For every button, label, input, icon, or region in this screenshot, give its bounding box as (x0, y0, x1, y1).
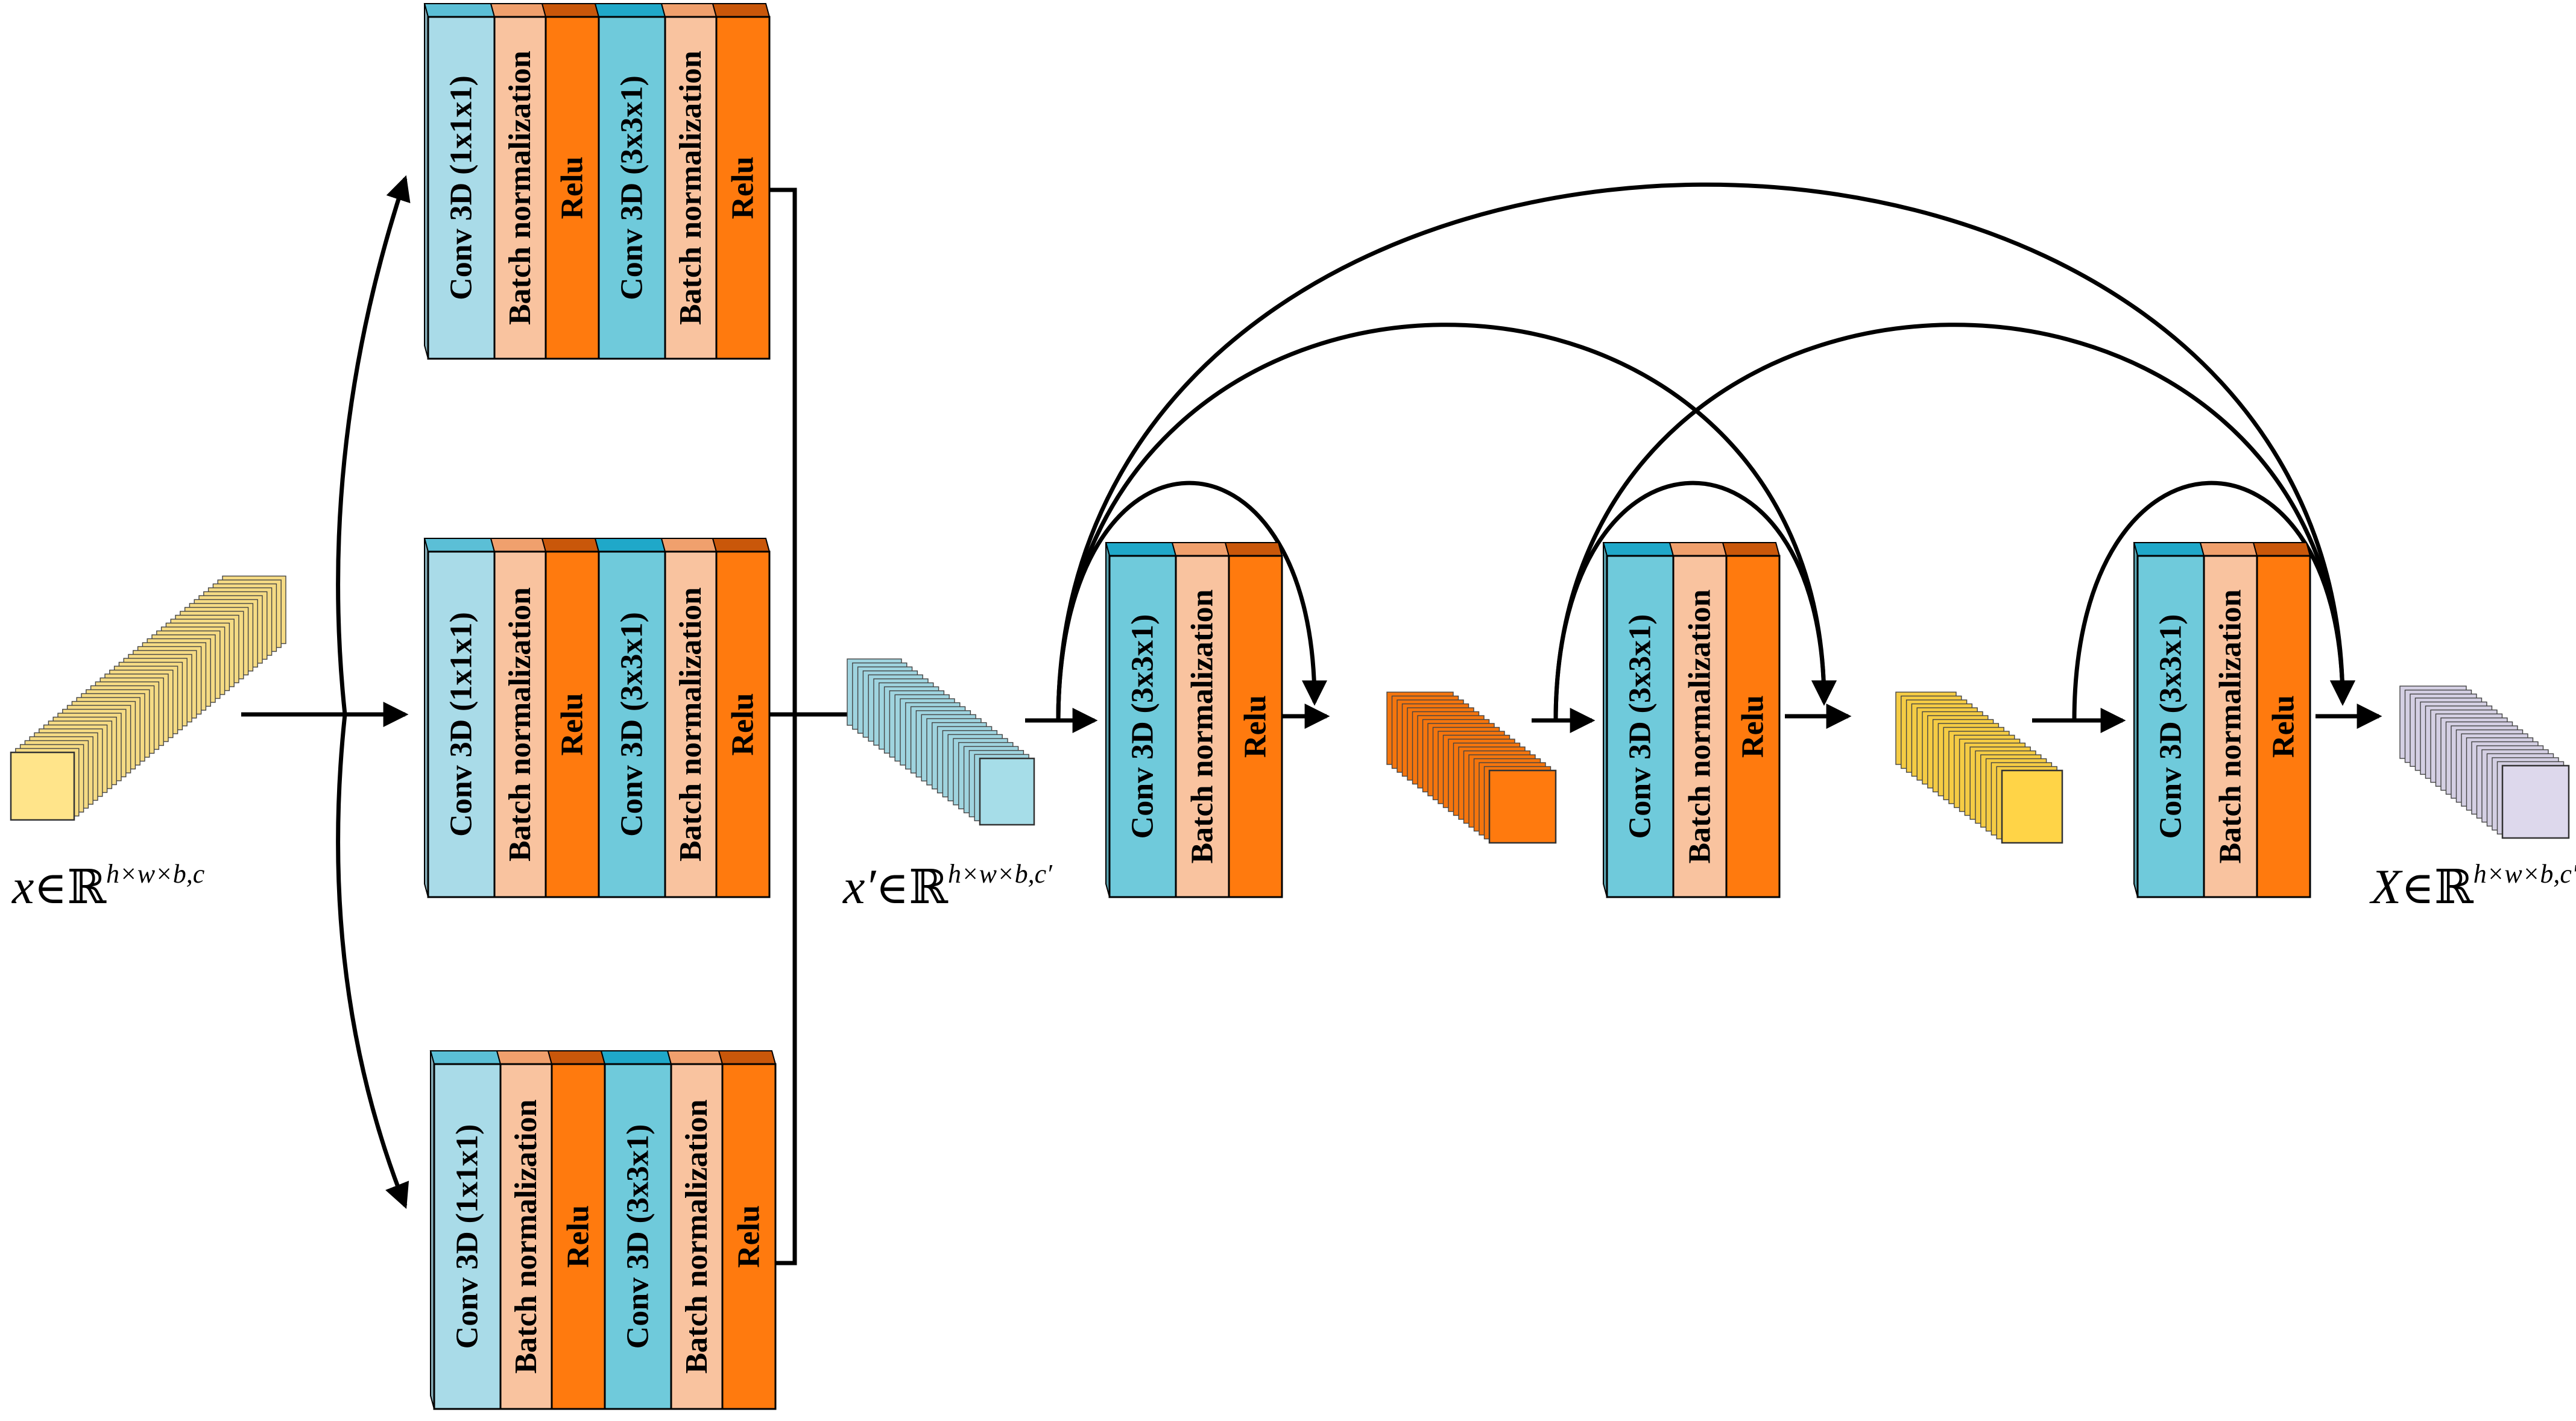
arrow-fanout-top (336, 175, 411, 715)
conv3d-3x3x1-layer: Conv 3D (3x3x1) (1105, 542, 1177, 898)
output-feature-cube (2399, 685, 2570, 839)
relu-layer: Relu (541, 538, 600, 898)
relu-layer-label: Relu (1736, 695, 1770, 758)
branch-top-block: Conv 3D (1x1x1) Batch normalization Relu Co… (423, 3, 771, 360)
conv3d-1x1x1-layer: Conv 3D (1x1x1) (423, 3, 496, 360)
conv3d-1x1x1-layer: Conv 3D (1x1x1) (423, 538, 496, 898)
relu-layer-label: Relu (561, 1205, 596, 1268)
batch-normalization-layer: Batch normalization (496, 1050, 553, 1410)
arrow-fanout-bottom (336, 714, 409, 1209)
batch-normalization-layer: Batch normalization (1171, 542, 1230, 898)
branch-middle-block: Conv 3D (1x1x1) Batch normalization Relu Co… (423, 538, 771, 898)
conv3d-3x3x1-layer-label: Conv 3D (3x3x1) (1623, 614, 1658, 839)
output-tensor-label: X∈ℝh×w×b,c′ (2369, 859, 2576, 915)
input-feature-cube (10, 575, 286, 821)
conv3d-1x1x1-layer: Conv 3D (1x1x1) (429, 1050, 502, 1410)
batch-normalization-layer-label: Batch normalization (503, 51, 537, 325)
batch-normalization-layer-label: Batch normalization (1185, 589, 1220, 863)
relu-layer-label: Relu (726, 157, 760, 219)
skip-arc-6 (2072, 480, 2355, 721)
conv3d-1x1x1-layer-label: Conv 3D (1x1x1) (444, 75, 479, 300)
skip-arc-3 (1056, 182, 2355, 721)
relu-layer-label: Relu (2267, 695, 2301, 758)
conv3d-1x1x1-layer-label: Conv 3D (1x1x1) (450, 1124, 485, 1349)
batch-normalization-layer-label: Batch normalization (680, 1099, 714, 1373)
relu-layer-label: Relu (555, 693, 590, 756)
conv3d-3x3x1-layer: Conv 3D (3x3x1) (600, 1050, 672, 1410)
skip-arc-5 (1553, 323, 2355, 721)
relu-layer: Relu (547, 1050, 606, 1410)
math-labels: x∈ℝh×w×b,c x′∈ℝh×w×b,c′ X∈ℝh×w×b,c′ (11, 859, 2576, 915)
conv3d-3x3x1-layer: Conv 3D (3x3x1) (594, 3, 666, 360)
dense-block-3: Conv 3D (3x3x1) Batch normalization Relu (2133, 542, 2311, 898)
batch-normalization-layer: Batch normalization (666, 1050, 724, 1410)
relu-layer: Relu (712, 3, 771, 360)
relu-layer-label: Relu (555, 157, 590, 219)
conv3d-3x3x1-layer: Conv 3D (3x3x1) (594, 538, 666, 898)
relu-layer: Relu (718, 1050, 777, 1410)
relu-layer-label: Relu (726, 693, 760, 756)
conv3d-3x3x1-layer: Conv 3D (3x3x1) (2133, 542, 2205, 898)
relu-layer: Relu (541, 3, 600, 360)
batch-normalization-layer-label: Batch normalization (674, 587, 708, 862)
batch-normalization-layer: Batch normalization (660, 3, 718, 360)
conv3d-3x3x1-layer: Conv 3D (3x3x1) (1602, 542, 1675, 898)
relu-layer: Relu (2252, 542, 2311, 898)
batch-normalization-layer-label: Batch normalization (503, 587, 537, 862)
conv3d-3x3x1-layer-label: Conv 3D (3x3x1) (621, 1124, 655, 1349)
batch-normalization-layer-label: Batch normalization (674, 51, 708, 325)
relu-layer: Relu (1224, 542, 1283, 898)
branch-bottom-block: Conv 3D (1x1x1) Batch normalization Relu Co… (429, 1050, 777, 1410)
dense-block-2: Conv 3D (3x3x1) Batch normalization Relu (1602, 542, 1781, 898)
relu-layer-label: Relu (1239, 695, 1273, 758)
batch-normalization-layer: Batch normalization (490, 538, 547, 898)
relu-layer: Relu (712, 538, 771, 898)
batch-normalization-layer: Batch normalization (2199, 542, 2258, 898)
batch-normalization-layer: Batch normalization (660, 538, 718, 898)
dense-block-1: Conv 3D (3x3x1) Batch normalization Relu (1105, 542, 1283, 898)
input-tensor-label: x∈ℝh×w×b,c (11, 859, 205, 915)
conv3d-3x3x1-layer-label: Conv 3D (3x3x1) (615, 612, 649, 837)
mid-feature-cube (847, 658, 1035, 826)
conv3d-3x3x1-layer-label: Conv 3D (3x3x1) (2154, 614, 2188, 839)
conv3d-3x3x1-layer-label: Conv 3D (3x3x1) (1126, 614, 1160, 839)
batch-normalization-layer-label: Batch normalization (2214, 589, 2248, 863)
yellow-feature-cube (1895, 692, 2063, 844)
conv3d-1x1x1-layer-label: Conv 3D (1x1x1) (444, 612, 479, 837)
skip-arc-2 (1056, 323, 1837, 721)
batch-normalization-layer-label: Batch normalization (1683, 589, 1717, 863)
conv3d-3x3x1-layer-label: Conv 3D (3x3x1) (615, 75, 649, 300)
batch-normalization-layer-label: Batch normalization (509, 1099, 543, 1373)
orange-feature-cube (1386, 692, 1557, 844)
batch-normalization-layer: Batch normalization (1668, 542, 1728, 898)
relu-layer-label: Relu (732, 1205, 766, 1268)
mid-tensor-label: x′∈ℝh×w×b,c′ (842, 859, 1053, 915)
relu-layer: Relu (1722, 542, 1781, 898)
feature-cubes (10, 575, 2570, 844)
batch-normalization-layer: Batch normalization (490, 3, 547, 360)
